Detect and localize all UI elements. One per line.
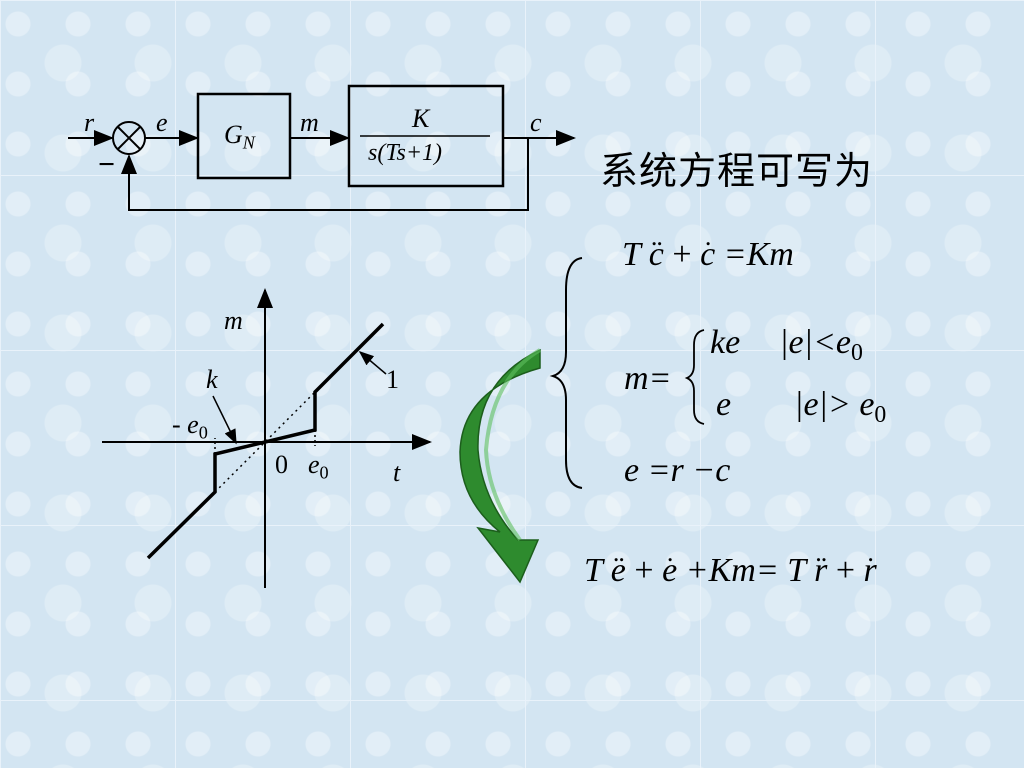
equation-2-case-2: e |e|> e0 [716,386,887,429]
origin-label: 0 [275,450,288,479]
controller-block [196,92,292,180]
slope-1-label: 1 [386,365,399,394]
neg-e0-label: - e0 [172,410,208,443]
feedback-path [121,138,529,211]
piecewise-brace [684,329,705,425]
k-pointer [212,395,237,445]
label-r: r [84,108,95,137]
plant-numerator: K [412,104,430,133]
plant-denominator: s(Ts+1) [368,140,443,166]
label-m: m [300,108,319,137]
one-pointer [358,351,387,375]
equation-3: e =r −c [624,452,731,489]
equation-2-lhs: m= [624,360,672,397]
e0-label: e0 [308,450,329,483]
label-e: e [156,108,168,137]
feedback-minus-sign: − [98,148,116,181]
equation-1: T ​c + ​c =Km [622,236,794,274]
slope-k-label: k [206,365,218,394]
y-axis-label: m [224,306,243,335]
plant-block [347,84,505,188]
equation-2-case-1: ke |e|<e0 [710,324,863,367]
system-equation-caption: 系统方程可写为 [600,149,874,193]
controller-label: GN [224,120,255,153]
result-equation: T ​e + ​e +Km= T ​r + ​r [584,552,877,590]
x-axis-label: t [393,458,401,487]
label-c: c [530,108,542,137]
left-curly-brace [549,257,583,489]
characteristic-curve [146,322,385,560]
